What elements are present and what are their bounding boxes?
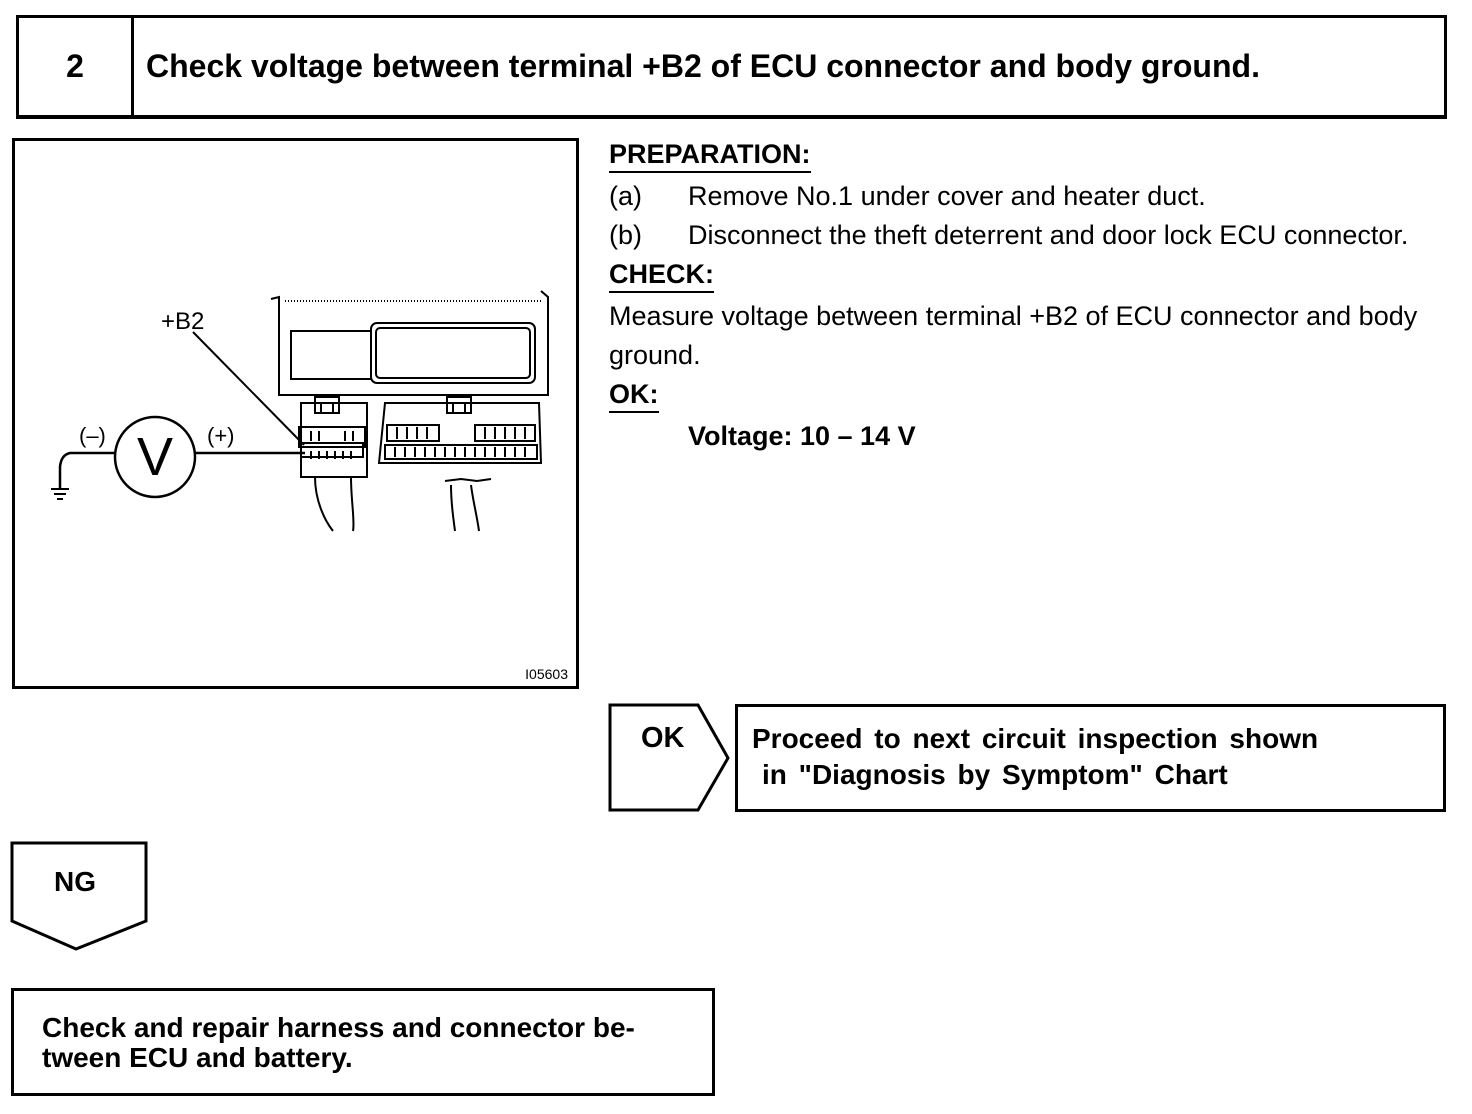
ecu-unit [270, 290, 549, 396]
spec-value: Voltage: 10 – 14 V [688, 421, 916, 451]
check-heading: CHECK: [609, 258, 714, 293]
step-header: 2 Check voltage between terminal +B2 of … [16, 15, 1447, 119]
positive-label: (+) [207, 423, 235, 448]
step-text: Disconnect the theft deterrent and door … [688, 220, 1409, 250]
connector-illustration: V +B2 (–) (+) I05603 [12, 138, 579, 689]
check-text: Measure voltage between terminal +B2 of … [609, 301, 1418, 370]
ok-result-line: Proceed to next circuit inspection shown [752, 723, 1319, 754]
ground-icon [51, 488, 69, 500]
ng-result-line: Check and repair harness and connector b… [42, 1012, 635, 1043]
step-letter: (b) [609, 220, 642, 250]
step-number: 2 [19, 18, 134, 115]
figure-id: I05603 [525, 666, 568, 682]
step-text: Remove No.1 under cover and heater duct. [688, 181, 1206, 211]
step-letter: (a) [609, 181, 642, 211]
negative-label: (–) [79, 423, 106, 448]
ok-result-line: in "Diagnosis by Symptom" Chart [762, 759, 1228, 790]
ng-result-box: Check and repair harness and connector b… [11, 988, 715, 1096]
step-title: Check voltage between terminal +B2 of EC… [146, 48, 1260, 84]
ng-label: NG [54, 866, 96, 897]
voltmeter-icon [113, 415, 197, 499]
voltmeter-symbol: V [137, 427, 173, 487]
ecu-connector-diagram: V +B2 (–) (+) I05603 [51, 290, 568, 682]
terminal-leader-line [192, 331, 305, 446]
ng-result-line: tween ECU and battery. [42, 1042, 353, 1073]
voltmeter-circuit [51, 331, 305, 500]
ok-label: OK [641, 722, 685, 754]
preparation-heading: PREPARATION: [609, 138, 811, 173]
ng-arrow-icon [10, 841, 148, 951]
small-connector [298, 396, 368, 532]
procedure: PREPARATION: (a) Remove No.1 under cover… [609, 135, 1449, 456]
large-connector [377, 396, 543, 532]
ok-result-box: Proceed to next circuit inspection shown… [735, 704, 1446, 812]
negative-probe-lead [58, 451, 115, 489]
preparation-step: (b) Disconnect the theft deterrent and d… [609, 216, 1449, 255]
terminal-label: +B2 [161, 308, 204, 335]
ok-heading: OK: [609, 378, 659, 413]
preparation-step: (a) Remove No.1 under cover and heater d… [609, 177, 1449, 216]
ok-arrow-icon [608, 703, 730, 812]
